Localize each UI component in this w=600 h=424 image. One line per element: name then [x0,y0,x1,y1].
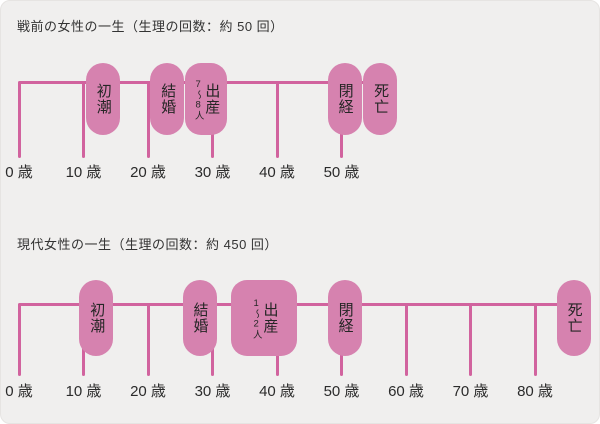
axis-tick [146,303,150,376]
age-label: 0 歳 [5,383,33,400]
event-marriage: 結婚 [150,63,185,135]
event-label: 結婚 [191,302,209,334]
age-label: 60 歳 [388,383,424,400]
event-marriage: 結婚 [182,280,217,356]
age-label: 80 歳 [517,383,553,400]
age-label: 40 歳 [259,383,295,400]
axis-tick [82,81,85,158]
age-label: 50 歳 [323,383,360,400]
event-label: 結婚 [159,83,177,115]
event-label: 出産 [203,83,221,115]
axis-tick [275,81,279,158]
axis-tick [146,81,150,158]
age-label: 10 歳 [65,383,102,400]
event-label: 初潮 [88,302,106,334]
event-death: 死亡 [556,280,591,356]
axis-tick [533,303,537,376]
axis-tick [469,303,472,376]
age-label: 10 歳 [65,164,102,181]
timeline-axis-line [19,303,576,306]
axis-tick [404,303,408,376]
event-sublabel: 1〜2人 [250,297,262,339]
age-label: 30 歳 [194,383,231,400]
event-menopause: 閉経 [327,280,362,356]
prewar-section-title: 戦前の女性の一生（生理の回数：約 50 回） [17,19,284,34]
event-label: 閉経 [336,302,354,334]
event-label: 初潮 [94,83,112,115]
age-label: 40 歳 [259,164,295,181]
event-label: 死亡 [565,302,583,334]
event-first-period: 初潮 [85,63,120,135]
event-sublabel: 7〜8人 [192,78,204,120]
age-label: 30 歳 [194,164,231,181]
age-label: 50 歳 [323,164,360,181]
modern-section-title: 現代女性の一生（生理の回数：約 450 回） [17,237,278,252]
age-label: 20 歳 [130,383,166,400]
axis-tick [17,303,21,376]
event-label: 出産 [261,302,279,334]
age-label: 20 歳 [130,164,166,181]
event-menopause: 閉経 [327,63,362,135]
axis-tick [17,81,21,158]
event-label: 死亡 [372,83,390,115]
event-death: 死亡 [363,63,398,135]
age-label: 0 歳 [5,164,33,181]
event-first-period: 初潮 [79,280,114,356]
event-label: 閉経 [336,83,354,115]
age-label: 70 歳 [452,383,489,400]
